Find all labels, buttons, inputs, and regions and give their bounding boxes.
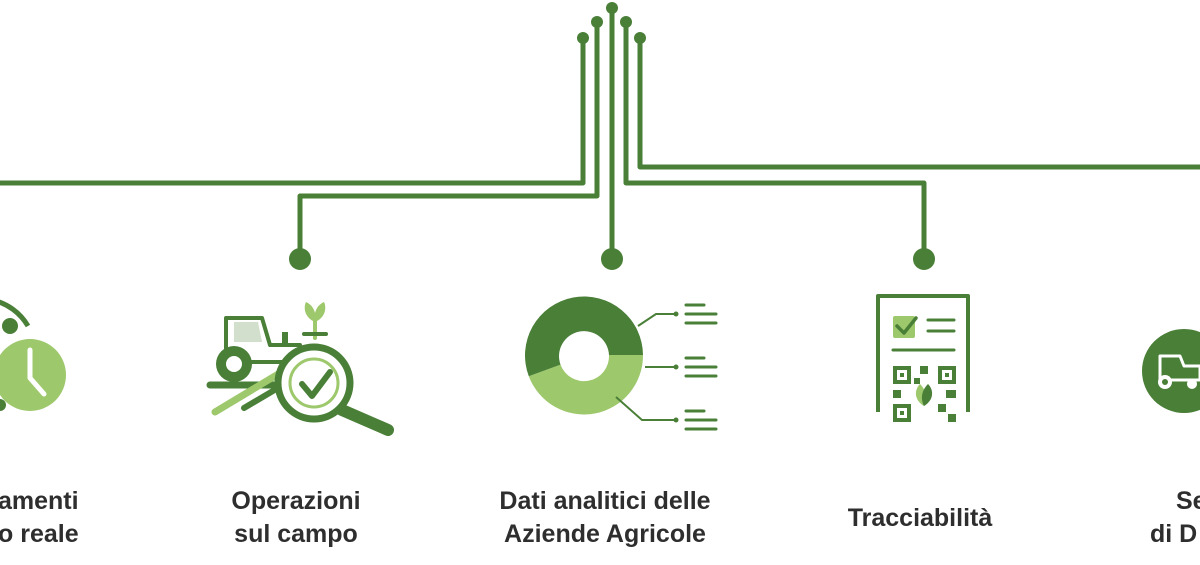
item-label-3: Dati analitici delle Aziende Agricole bbox=[470, 485, 740, 551]
item-label-4: Tracciabilità bbox=[820, 502, 1020, 535]
connector-lines bbox=[0, 5, 1200, 261]
qr-document-icon bbox=[876, 294, 970, 422]
item-label-5: Se di D bbox=[1140, 485, 1200, 551]
donut-chart-icon bbox=[525, 296, 718, 431]
item-label-2-line1: Operazioni bbox=[231, 487, 361, 515]
item-label-3-line2: Aziende Agricole bbox=[504, 520, 706, 548]
item-label-1: amenti o reale bbox=[0, 485, 110, 551]
item-label-1-line2: o reale bbox=[0, 520, 79, 548]
tractor-inspection-icon bbox=[206, 302, 394, 436]
clock-icon bbox=[0, 299, 66, 411]
item-label-1-line1: amenti bbox=[0, 487, 79, 515]
item-label-3-line1: Dati analitici delle bbox=[499, 487, 711, 515]
connector-nodes bbox=[289, 2, 935, 270]
tractor-badge-icon bbox=[1142, 329, 1200, 413]
item-label-2: Operazioni sul campo bbox=[196, 485, 396, 551]
item-label-4-line1: Tracciabilità bbox=[847, 504, 993, 532]
item-label-5-line1: Se bbox=[1176, 487, 1200, 515]
item-label-5-line2: di D bbox=[1150, 520, 1198, 548]
item-label-2-line2: sul campo bbox=[234, 520, 358, 548]
